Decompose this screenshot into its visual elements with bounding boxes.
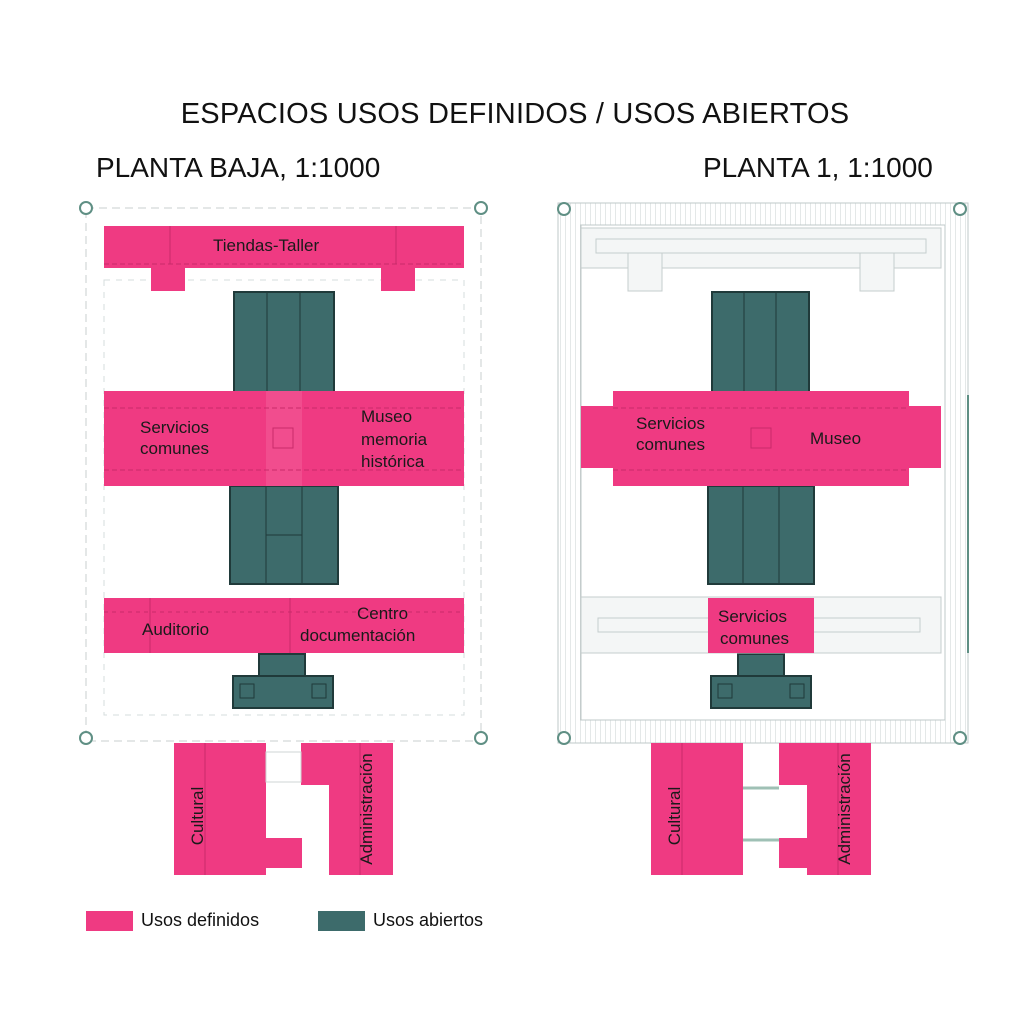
central-cross-block bbox=[581, 391, 941, 486]
label-cultural: Cultural bbox=[665, 786, 684, 846]
label-museo-line2: memoria bbox=[361, 430, 428, 449]
label-servicios-comunes-2-line2: comunes bbox=[720, 629, 789, 648]
corner-marker bbox=[953, 731, 967, 745]
legend-swatch-open bbox=[318, 910, 365, 931]
ground-floor-title: PLANTA BAJA, 1:1000 bbox=[96, 152, 381, 183]
label-auditorio: Auditorio bbox=[142, 620, 210, 639]
corner-marker bbox=[79, 731, 93, 745]
label-museo: Museo bbox=[810, 429, 862, 448]
label-centro-line1: Centro bbox=[357, 604, 409, 623]
site-boundary bbox=[85, 207, 482, 742]
label-administracion: Administración bbox=[835, 753, 854, 865]
label-museo-line1: Museo bbox=[361, 407, 413, 426]
corner-marker bbox=[557, 202, 571, 216]
corner-marker bbox=[557, 731, 571, 745]
label-servicios-comunes-line2: comunes bbox=[140, 439, 209, 458]
tiendas-taller-block bbox=[104, 226, 464, 291]
bottom-wing bbox=[651, 743, 871, 875]
legend-label-open: Usos abiertos bbox=[373, 910, 484, 930]
label-servicios-comunes-2-line1: Servicios bbox=[718, 607, 787, 626]
corner-marker bbox=[79, 201, 93, 215]
label-cultural: Cultural bbox=[188, 786, 207, 846]
label-servicios-comunes-line2: comunes bbox=[636, 435, 705, 454]
top-roof bbox=[580, 227, 942, 292]
label-servicios-comunes-line1: Servicios bbox=[636, 414, 705, 433]
legend-open-uses: Usos abiertos bbox=[318, 910, 483, 931]
central-cross-block bbox=[104, 391, 464, 486]
legend-defined-uses: Usos definidos bbox=[86, 910, 259, 931]
legend-label-defined: Usos definidos bbox=[141, 910, 260, 930]
corner-marker bbox=[953, 202, 967, 216]
label-administracion: Administración bbox=[357, 753, 376, 865]
first-floor-title: PLANTA 1, 1:1000 bbox=[703, 152, 933, 183]
first-floor-plan bbox=[557, 202, 969, 875]
bottom-roof bbox=[580, 596, 942, 654]
auditorio-block bbox=[104, 598, 464, 653]
label-servicios-comunes-line1: Servicios bbox=[140, 418, 209, 437]
bottom-wing bbox=[174, 743, 393, 875]
label-tiendas-taller: Tiendas-Taller bbox=[213, 236, 320, 255]
legend-swatch-defined bbox=[86, 910, 133, 931]
label-centro-line2: documentación bbox=[300, 626, 416, 645]
diagram-title: ESPACIOS USOS DEFINIDOS / USOS ABIERTOS bbox=[180, 98, 850, 130]
corner-marker bbox=[474, 201, 488, 215]
ground-floor-plan bbox=[79, 201, 488, 875]
corner-marker bbox=[474, 731, 488, 745]
label-museo-line3: histórica bbox=[361, 452, 425, 471]
open-use-spine bbox=[707, 291, 815, 709]
open-use-spine bbox=[229, 291, 339, 709]
